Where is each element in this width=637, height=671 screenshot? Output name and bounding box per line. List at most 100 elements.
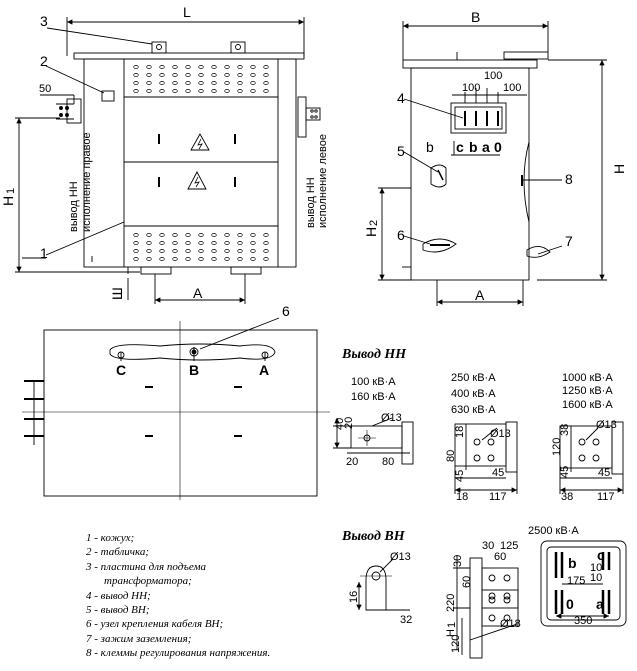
hv3-350: 350: [574, 615, 592, 627]
callout-8: 8: [565, 171, 573, 187]
hv1-32: 32: [400, 614, 412, 626]
hv2-60v: 60: [461, 576, 473, 588]
hv1-hole: Ø13: [390, 551, 411, 563]
lv-detail-3: [559, 421, 624, 494]
lv2-80: 80: [445, 450, 457, 462]
callout-6-top: 6: [282, 303, 290, 319]
phase-C: C: [116, 362, 126, 378]
lv3-45v: 45: [559, 466, 571, 478]
hv2-30h: 30: [482, 540, 494, 552]
callout-6: 6: [397, 227, 405, 243]
callout-1: 1: [40, 245, 48, 261]
nameplate: [101, 90, 115, 102]
hv2-30v: 30: [452, 555, 464, 567]
hv-title: Вывод ВН: [341, 529, 406, 544]
dim-Sh: Ш: [109, 287, 125, 300]
legend-item: 3 - пластина для подъема: [86, 560, 206, 573]
hv-bushing-plate: [109, 343, 276, 361]
hv3-10b: 10: [590, 572, 602, 584]
callout-5: 5: [397, 143, 405, 159]
dim-50: 50: [39, 83, 51, 95]
lv2-hole: Ø13: [490, 428, 511, 440]
legend-item: 6 - узел крепления кабеля ВН;: [86, 618, 224, 631]
hv2-hole: Ø18: [500, 618, 521, 630]
lv-title: Вывод НН: [341, 347, 407, 362]
callout-2: 2: [40, 53, 48, 69]
dim-100b: 100: [484, 70, 502, 82]
lv-right-line2: исполнение правое: [81, 132, 93, 232]
side-view: [378, 21, 607, 306]
terminal-c: c: [456, 139, 464, 155]
dim-H2-sub: 2: [368, 220, 380, 226]
hv-detail-1: [356, 558, 410, 611]
vent-holes-top: [126, 62, 276, 93]
hv-b-label: b: [426, 139, 434, 155]
lv1-hole: Ø13: [381, 412, 402, 424]
lv1-40: 40: [334, 418, 346, 430]
lv-g3-2: 1600 кВ·А: [562, 399, 613, 411]
lv2-45h: 45: [492, 467, 504, 479]
dim-L: L: [183, 4, 191, 20]
lv-terminal-box: [450, 102, 507, 134]
dim-H: H: [611, 164, 627, 174]
warning-triangle: [187, 171, 207, 190]
hv3-175: 175: [567, 575, 585, 587]
hv2-H1: H: [445, 629, 457, 637]
dim-100a: 100: [462, 82, 480, 94]
hv3-b: b: [568, 555, 577, 571]
callout-7: 7: [565, 233, 573, 249]
hv2-60h: 60: [494, 551, 506, 563]
hv3-c: c: [597, 547, 605, 563]
lv3-hole: Ø13: [596, 419, 617, 431]
hv2-H1-sub: 1: [446, 622, 458, 628]
legend-item: 2 - табличка;: [86, 546, 150, 559]
ground-terminal: [526, 246, 551, 258]
lv-left-line1: вывод НН: [305, 177, 317, 228]
vent-holes-bottom: [126, 230, 276, 263]
hv2-220: 220: [445, 594, 457, 612]
lv-g1-1: 160 кВ·А: [351, 391, 396, 403]
cable-clamp: [422, 238, 457, 253]
hv-bushing: [430, 164, 447, 188]
lifting-plate: [230, 41, 246, 54]
lv-left-line2: исполнение левое: [317, 134, 329, 228]
lv-g2-2: 630 кВ·А: [451, 404, 496, 416]
lv-right-line1: вывод НН: [68, 181, 80, 232]
top-outline: [43, 329, 318, 497]
legend: 1 - кожух; 2 - табличка; 3 - пластина дл…: [86, 531, 336, 661]
terminal-b: b: [469, 139, 478, 155]
front-view: [15, 17, 321, 304]
dim-A-side: A: [475, 287, 485, 303]
lv-detail-2: [454, 421, 518, 494]
hv-detail-2: [453, 555, 519, 659]
dim-H1: H: [0, 196, 16, 206]
dim-B: B: [471, 9, 480, 25]
lv-g3-0: 1000 кВ·А: [562, 372, 613, 384]
hv2-125: 125: [500, 540, 518, 552]
hv1-16: 16: [348, 591, 360, 603]
lv-g2-1: 400 кВ·А: [451, 388, 496, 400]
lv1-20h: 20: [346, 456, 358, 468]
lv3-117: 117: [597, 491, 615, 503]
dim-H2: H: [363, 227, 379, 237]
warning-triangle: [190, 133, 210, 151]
callout-4: 4: [397, 90, 405, 106]
legend-item: 7 - зажим заземления;: [86, 632, 192, 645]
side-tank: [410, 67, 530, 281]
phase-B: B: [189, 362, 199, 378]
dim-A-front: A: [193, 285, 203, 301]
hv-detail-3: [540, 540, 627, 627]
lv3-38h: 38: [561, 491, 573, 503]
lv2-18h: 18: [456, 491, 468, 503]
terminal-a: a: [482, 139, 490, 155]
legend-item: 5 - вывод ВН;: [86, 604, 150, 617]
hv3-title: 2500 кВ·А: [528, 525, 579, 537]
lv-g2-0: 250 кВ·А: [451, 372, 496, 384]
lv-g1-0: 100 кВ·А: [351, 376, 396, 388]
lv-g3-1: 1250 кВ·А: [562, 385, 613, 397]
hv3-a: a: [596, 596, 604, 612]
terminal-0: 0: [494, 139, 502, 155]
hv3-0: 0: [566, 596, 574, 612]
